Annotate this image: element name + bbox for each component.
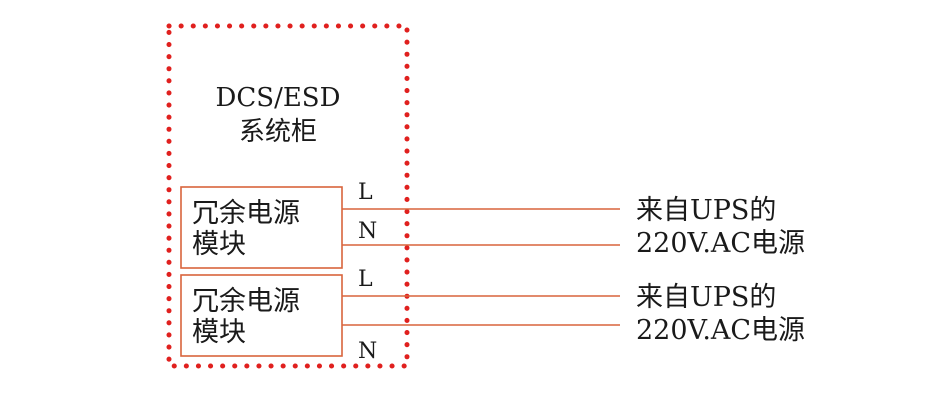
cabinet-subtitle: 系统柜 bbox=[239, 117, 317, 147]
source-label-line2: 220V.AC电源 bbox=[636, 228, 805, 259]
source-label-line2: 220V.AC电源 bbox=[636, 315, 805, 346]
module-box bbox=[180, 186, 343, 269]
source-label-line1: 来自UPS的 bbox=[636, 282, 776, 313]
module-box bbox=[180, 274, 343, 357]
terminal-l-label: L bbox=[358, 180, 373, 205]
source-label-line1: 来自UPS的 bbox=[636, 195, 776, 226]
terminal-l-label: L bbox=[358, 267, 373, 292]
terminal-n-label: N bbox=[358, 339, 377, 364]
cabinet-boundary bbox=[166, 23, 410, 369]
power-source-1: 来自UPS的 220V.AC电源 bbox=[636, 195, 805, 259]
power-source-2: 来自UPS的 220V.AC电源 bbox=[636, 282, 805, 346]
power-module-1: 冗余电源 模块 L N bbox=[180, 180, 620, 269]
module-label-line1: 冗余电源 bbox=[192, 286, 300, 317]
module-label-line1: 冗余电源 bbox=[192, 198, 300, 229]
module-label-line2: 模块 bbox=[192, 317, 246, 348]
cabinet-title: DCS/ESD bbox=[216, 83, 341, 113]
module-label-line2: 模块 bbox=[192, 229, 246, 260]
terminal-n-label: N bbox=[358, 219, 377, 244]
power-module-2: 冗余电源 模块 L N bbox=[180, 267, 620, 364]
